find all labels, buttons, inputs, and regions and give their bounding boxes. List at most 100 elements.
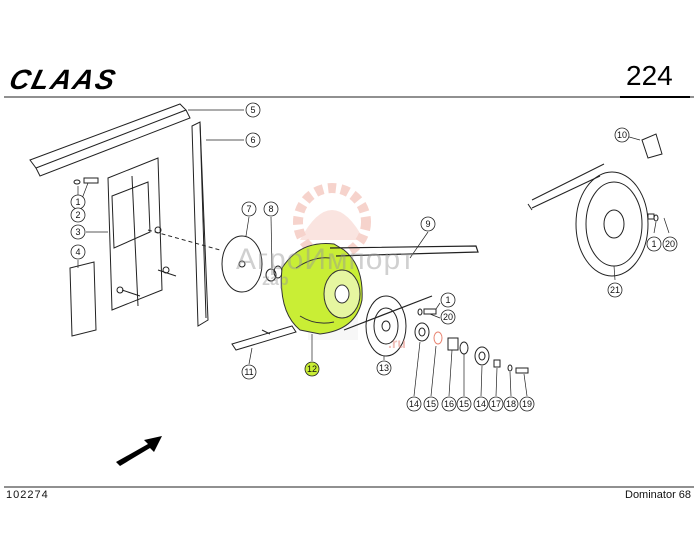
callout-label: 7	[246, 204, 251, 214]
callout-c2: 2	[70, 207, 86, 223]
callout-c1c: 1	[646, 236, 662, 252]
callout-label: 11	[244, 367, 253, 377]
callout-label: 1	[75, 197, 80, 207]
bolt-washer-left	[73, 177, 99, 185]
callout-c20a: 20	[440, 309, 456, 325]
callout-bubble	[376, 360, 392, 376]
callout-c20b: 20	[662, 236, 678, 252]
callout-label: 14	[409, 399, 419, 409]
part-9-belt	[329, 245, 479, 331]
callout-c1b: 1	[440, 292, 456, 308]
watermark-suffix: .ru	[388, 335, 406, 351]
callout-label: 12	[307, 364, 317, 374]
callout-c14b: 14	[473, 396, 489, 412]
callout-c3: 3	[70, 224, 86, 240]
callout-bubble	[245, 132, 261, 148]
callout-bubble	[263, 201, 279, 217]
part-10-plate	[641, 133, 663, 159]
part-7-disc	[221, 235, 263, 293]
callout-c10: 10	[614, 127, 630, 143]
part-12-pulley-highlighted	[280, 243, 363, 335]
callout-label: 10	[617, 130, 627, 140]
callout-label: 1	[445, 295, 450, 305]
callout-bubble	[441, 396, 457, 412]
callout-bubble	[241, 201, 257, 217]
callout-c15a: 15	[423, 396, 439, 412]
callout-c9: 9	[420, 216, 436, 232]
callout-bubble	[440, 309, 456, 325]
callout-bubble	[614, 127, 630, 143]
callout-c5: 5	[245, 102, 261, 118]
callout-label: 1	[651, 239, 656, 249]
model-name: Dominator 68	[625, 489, 692, 501]
callout-bubble	[646, 236, 662, 252]
callout-c21: 21	[607, 282, 623, 298]
callout-bubble	[519, 396, 535, 412]
watermark-main: АгроИмпорт	[236, 243, 416, 276]
callout-label: 15	[459, 399, 469, 409]
callout-label: 20	[443, 312, 453, 322]
part-3-frame	[107, 157, 221, 311]
callout-c7: 7	[241, 201, 257, 217]
part-21-large-pulley	[527, 163, 649, 277]
callout-bubble	[70, 224, 86, 240]
callout-bubble	[488, 396, 504, 412]
callout-label: 20	[665, 239, 675, 249]
bolt-washer-right	[647, 213, 659, 222]
callout-c12: 12	[304, 361, 320, 377]
part-6-strip	[191, 121, 209, 327]
callout-c14a: 14	[406, 396, 422, 412]
callout-label: 4	[75, 247, 80, 257]
page-number: 224	[626, 60, 673, 91]
callout-bubble	[607, 282, 623, 298]
part-5-rail	[29, 103, 191, 177]
bolt-washer-center	[417, 308, 437, 316]
callout-label: 9	[425, 219, 430, 229]
callout-label: 18	[506, 399, 516, 409]
callout-c11: 11	[241, 364, 257, 380]
callout-bubble	[245, 102, 261, 118]
callout-c4: 4	[70, 244, 86, 260]
callout-c8: 8	[263, 201, 279, 217]
callout-bubble	[304, 361, 320, 377]
callout-c19: 19	[519, 396, 535, 412]
callout-bubble	[70, 207, 86, 223]
callout-c18: 18	[503, 396, 519, 412]
bearing-stack	[414, 322, 529, 374]
callout-label: 19	[522, 399, 532, 409]
callout-c1a: 1	[70, 194, 86, 210]
callout-label: 8	[268, 204, 273, 214]
callout-bubble	[662, 236, 678, 252]
direction-arrow-icon	[116, 436, 162, 466]
callout-label: 2	[75, 210, 80, 220]
callout-label: 16	[444, 399, 454, 409]
callout-label: 14	[476, 399, 486, 409]
callout-bubble	[423, 396, 439, 412]
part-11-rod	[231, 325, 297, 351]
callout-label: 5	[250, 105, 255, 115]
callout-c13: 13	[376, 360, 392, 376]
callout-c6: 6	[245, 132, 261, 148]
callout-bubble	[473, 396, 489, 412]
callout-label: 6	[250, 135, 255, 145]
part-13-pulley	[365, 295, 407, 357]
callout-bubble	[456, 396, 472, 412]
leader-lines	[77, 109, 670, 397]
callout-c15b: 15	[456, 396, 472, 412]
callout-bubble	[70, 244, 86, 260]
callout-bubble	[406, 396, 422, 412]
callout-label: 3	[75, 227, 80, 237]
callout-bubble	[241, 364, 257, 380]
callout-c16: 16	[441, 396, 457, 412]
callout-label: 13	[379, 363, 389, 373]
callout-c17: 17	[488, 396, 504, 412]
callout-label: 17	[491, 399, 501, 409]
callout-label: 15	[426, 399, 436, 409]
part-4-bracket	[69, 261, 97, 337]
document-number: 102274	[6, 489, 49, 501]
callout-label: 21	[610, 285, 620, 295]
callout-bubble	[420, 216, 436, 232]
